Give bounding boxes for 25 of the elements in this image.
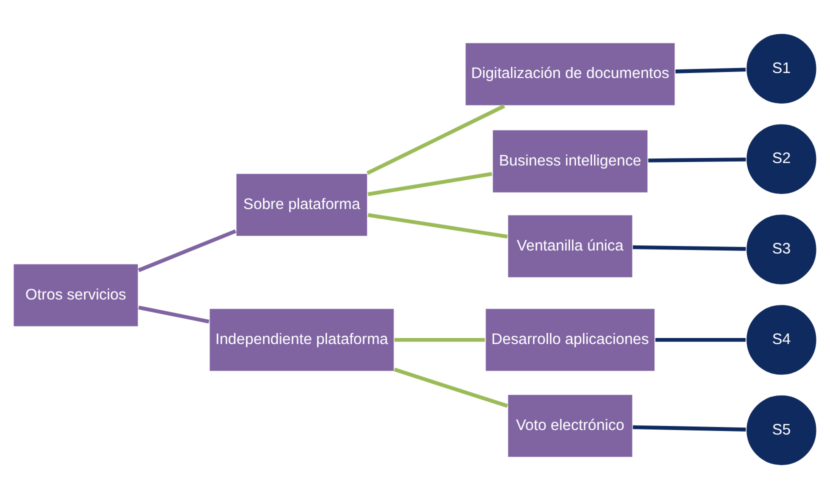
connector: [655, 338, 746, 342]
node-box: Business intelligence: [492, 129, 649, 194]
connector: [632, 425, 746, 432]
node-box: Ventanilla única: [507, 214, 634, 278]
node-circle: S2: [745, 123, 818, 196]
node-box: Independiente plataforma: [208, 308, 395, 372]
node-circle: S5: [745, 394, 818, 466]
node-circle: S3: [745, 214, 818, 286]
connector: [368, 213, 508, 239]
connector: [138, 306, 210, 324]
connector: [675, 68, 746, 74]
connector: [368, 172, 492, 196]
connector: [394, 368, 508, 408]
node-box: Voto electrónico: [507, 394, 634, 458]
node-box: Digitalización de documentos: [464, 42, 676, 106]
connector: [366, 104, 506, 175]
node-circle: S1: [745, 32, 818, 105]
node-box: Otros servicios: [12, 263, 139, 328]
connector: [648, 158, 746, 162]
connector: [394, 338, 485, 342]
connector: [632, 245, 746, 251]
node-box: Sobre plataforma: [235, 172, 368, 237]
connector: [138, 229, 236, 272]
node-box: Desarrollo aplicaciones: [484, 308, 656, 372]
node-circle: S4: [745, 304, 818, 376]
